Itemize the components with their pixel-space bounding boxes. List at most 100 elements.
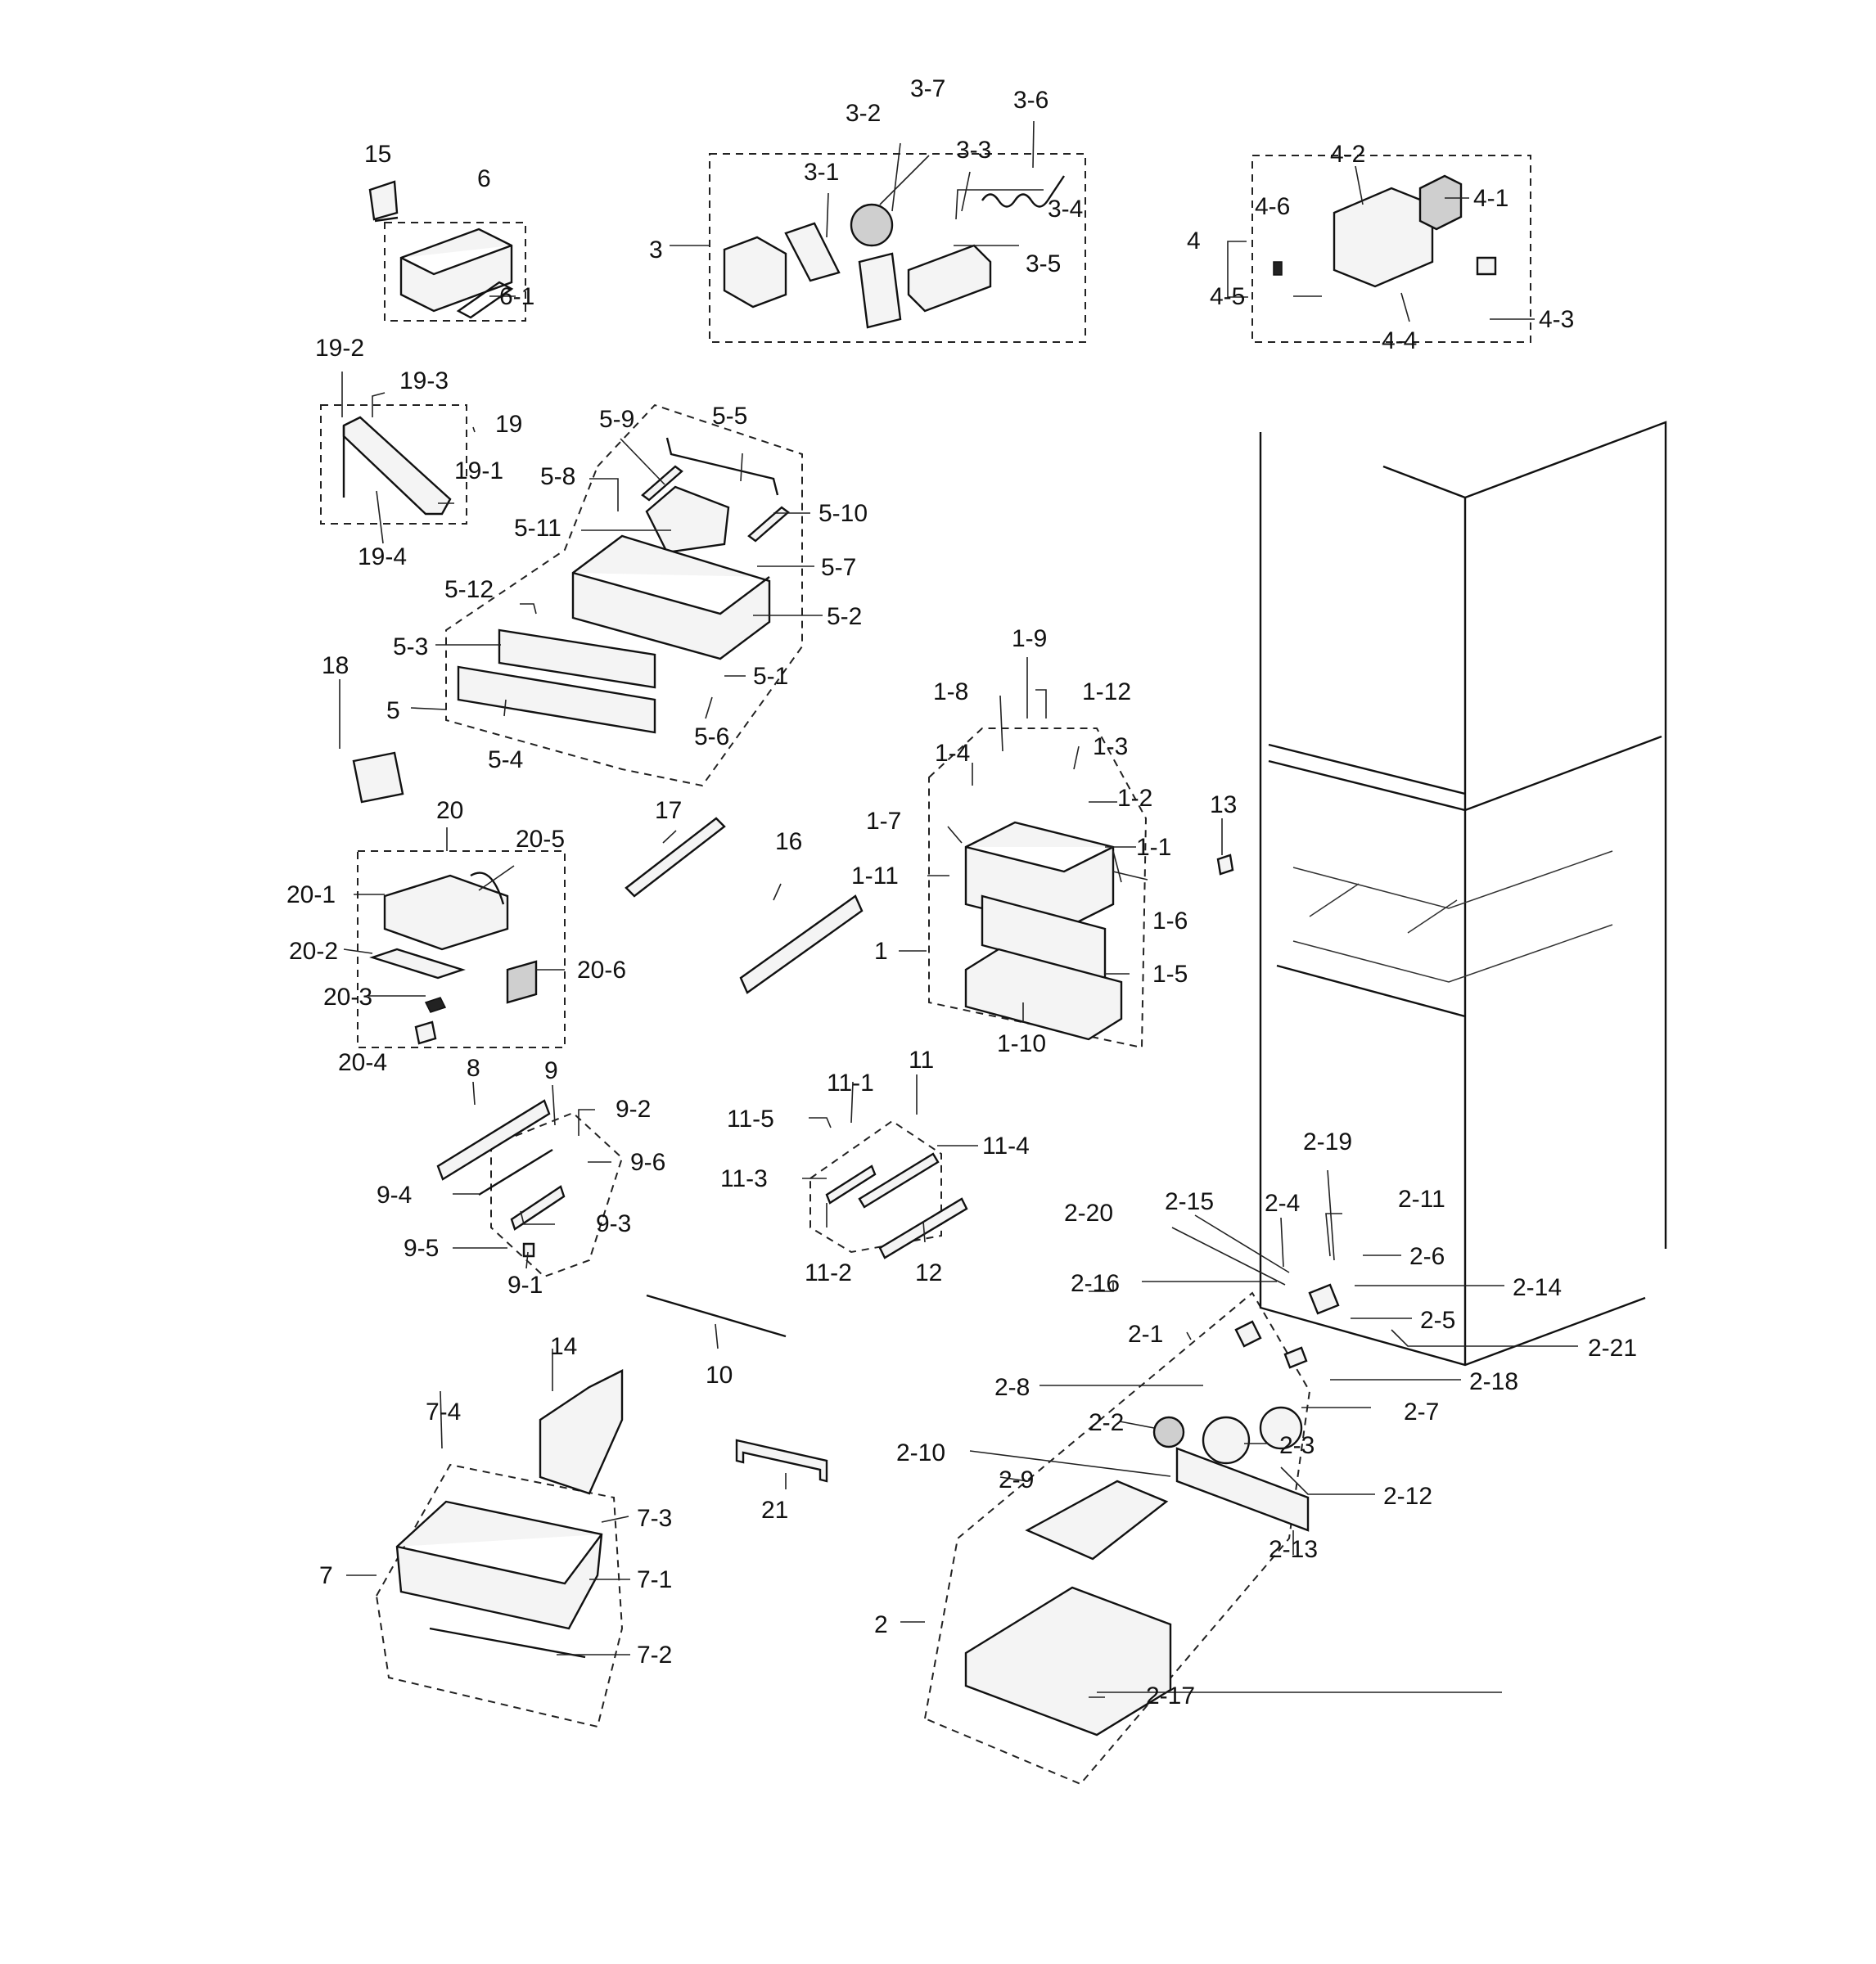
callout-1-5: 1-5 [1152,961,1188,988]
callout-2-6: 2-6 [1409,1243,1445,1270]
callout-11-3: 11-3 [720,1165,768,1192]
part-11-3-rail [825,1164,877,1205]
callout-19-2: 19-2 [315,335,364,362]
callout-1: 1 [874,938,888,965]
callout-7-2: 7-2 [637,1642,672,1669]
callout-3-4: 3-4 [1048,196,1083,223]
part-3-2-motor [850,203,894,247]
group-outlines [320,153,1531,1786]
part-20-5-cable [470,872,505,905]
part-20-3-clip [424,997,447,1013]
callout-9-1: 9-1 [507,1272,543,1299]
callout-12: 12 [915,1259,942,1286]
callout-17: 17 [655,797,682,824]
callout-1-1: 1-1 [1136,834,1171,861]
callout-9-4: 9-4 [377,1182,412,1209]
callout-20-4: 20-4 [338,1049,387,1076]
callout-14: 14 [550,1333,577,1360]
part-5-3-cover [498,628,656,689]
part-18-damper [352,751,404,804]
leader-lines [339,120,1578,1698]
callout-5-3: 5-3 [393,633,428,660]
part-7-2-rail [429,1627,586,1659]
part-2-9-plate [1025,1480,1169,1561]
callout-2-15: 2-15 [1165,1188,1214,1215]
callout-5-2: 5-2 [827,603,862,630]
part-9-3-rail [510,1185,566,1231]
part-5-10-slide [747,506,790,543]
callout-3-5: 3-5 [1026,250,1061,277]
callout-7-4: 7-4 [426,1399,461,1426]
callout-2: 2 [874,1611,888,1638]
group-9-outline [490,1111,624,1278]
callout-5-11: 5-11 [514,515,561,542]
part-5-2-drawer [571,534,771,660]
callout-1-11: 1-11 [851,863,899,890]
part-4-6-clip [1273,261,1283,276]
callout-2-8: 2-8 [994,1374,1030,1401]
part-3-5-tray [907,244,992,313]
callout-2-1: 2-1 [1128,1321,1163,1348]
part-5-9-slide [641,465,683,502]
part-4-1-motor [1418,174,1463,231]
part-6-ice-bucket [399,227,513,313]
group-5-outline [445,403,803,787]
part-1-10-tray [964,948,1123,1041]
callout-2-2: 2-2 [1089,1409,1124,1436]
callout-2-18: 2-18 [1469,1368,1518,1395]
part-drawings [342,174,1667,1737]
callout-13: 13 [1210,791,1237,818]
part-13-clip [1216,854,1234,876]
callout-20-3: 20-3 [323,984,372,1011]
callout-18: 18 [322,652,349,679]
part-20-4-clip [414,1020,437,1045]
callout-7-3: 7-3 [637,1505,672,1532]
callout-2-10: 2-10 [896,1439,945,1466]
callout-7: 7 [319,1562,333,1589]
callout-labels: 3-7 3-6 3-2 3-3 3-1 3-4 3-5 3 4-2 4-1 4-… [286,75,1637,1709]
callout-8: 8 [467,1055,480,1082]
part-3-guide [858,252,902,329]
callout-5-1: 5-1 [753,663,788,690]
part-9-4-strip [478,1148,553,1196]
callout-4: 4 [1187,227,1201,255]
group-3-outline [709,153,1086,343]
part-2-fan-motor-a [1202,1416,1251,1465]
part-2-13-board [1175,1447,1310,1532]
callout-9-5: 9-5 [404,1235,439,1262]
callout-3: 3 [649,236,663,264]
callout-4-3: 4-3 [1539,306,1574,333]
callout-1-10: 1-10 [997,1030,1046,1057]
callout-1-2: 1-2 [1117,785,1152,812]
callout-5-7: 5-7 [821,554,856,581]
part-6-1-rod [456,281,514,319]
part-2-17-back-panel [964,1586,1172,1737]
callout-2-5: 2-5 [1420,1307,1455,1334]
group-20-outline [357,850,566,1048]
callout-6: 6 [477,165,491,192]
group-11-outline [809,1119,942,1254]
part-15-bracket [368,180,399,223]
callout-5-10: 5-10 [818,500,868,527]
callout-3-2: 3-2 [846,100,881,127]
part-11-4-strip [858,1152,940,1209]
callout-5-12: 5-12 [444,576,494,603]
group-1-outline [928,727,1148,1049]
callout-20-6: 20-6 [577,957,626,984]
part-3-housing [723,236,787,309]
callout-4-2: 4-2 [1330,141,1365,168]
callout-20-5: 20-5 [516,826,565,853]
callout-11-1: 11-1 [827,1070,874,1097]
callout-1-8: 1-8 [933,678,968,705]
part-9-1-clip [522,1242,535,1258]
callout-16: 16 [775,828,802,855]
part-16-rail [739,894,864,994]
part-3-1-panel [784,222,841,282]
callout-4-5: 4-5 [1210,283,1245,310]
callout-2-20: 2-20 [1064,1200,1113,1227]
callout-3-3: 3-3 [956,137,991,164]
part-5-5-rail [665,437,779,496]
part-4-2-ice-maker [1333,187,1434,288]
callout-11-4: 11-4 [982,1133,1030,1160]
callout-11-5: 11-5 [727,1106,774,1133]
